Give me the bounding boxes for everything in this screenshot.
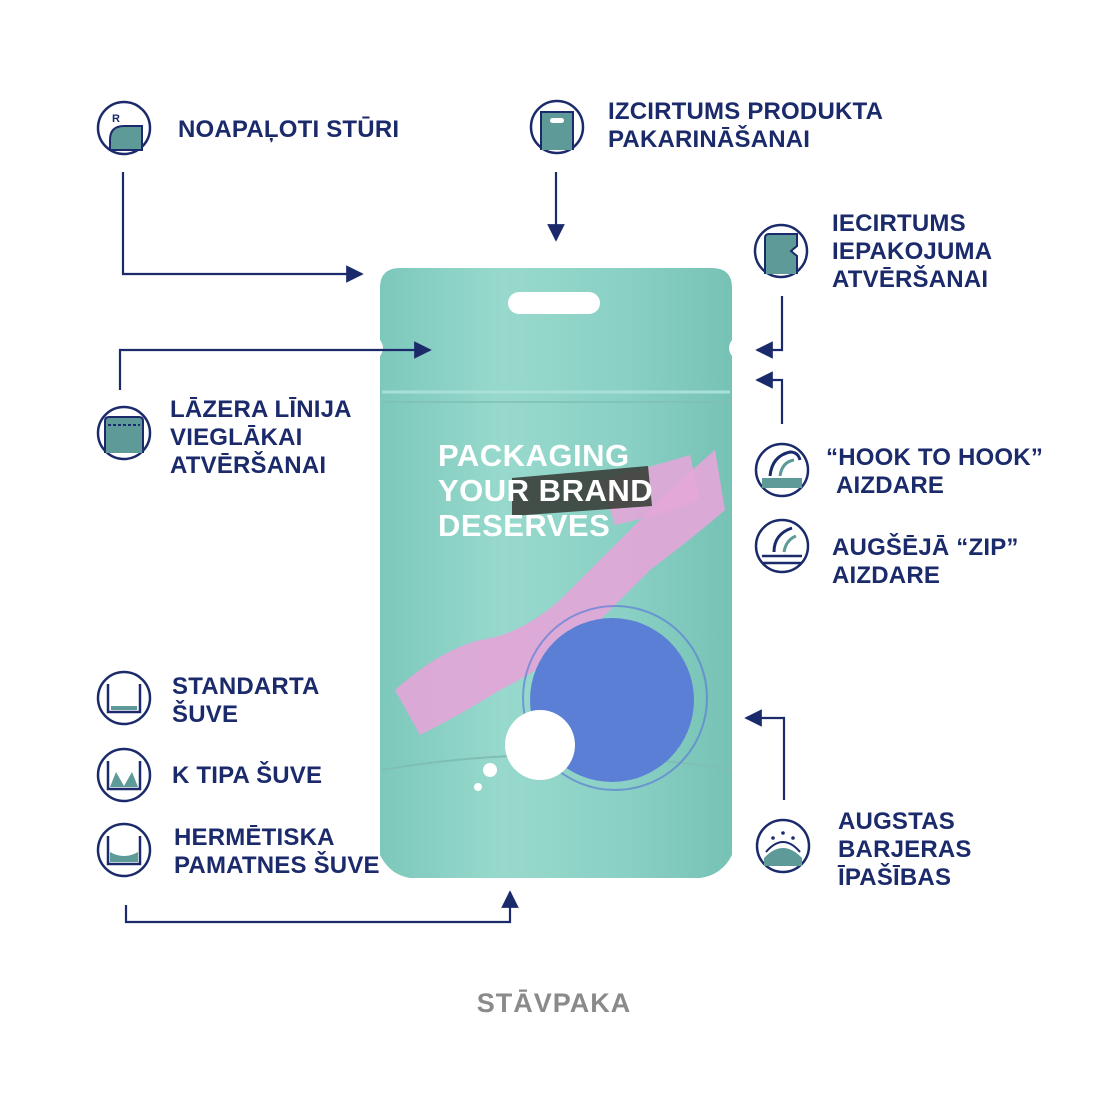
k-seam-icon (96, 747, 152, 803)
label-standard-seam: STANDARTA ŠUVE (172, 673, 320, 728)
pouch-body (380, 268, 732, 878)
hang-hole-icon (529, 99, 585, 155)
label-hang-hole: IZCIRTUMS PRODUKTA PAKARINĀŠANAI (608, 98, 884, 153)
arrow-zipper (755, 371, 784, 424)
white-splash (505, 710, 575, 780)
arrow-tear-notch (755, 296, 784, 359)
caption-title: STĀVPAKA (476, 988, 632, 1018)
standard-seam-icon (96, 670, 152, 726)
barrier-icon (755, 818, 811, 874)
pouch (380, 268, 732, 878)
tear-notch-icon (753, 223, 809, 279)
brand-line-1: PACKAGING (438, 438, 630, 473)
arrow-bottom-seam (124, 890, 519, 924)
brand-line-2: YOUR BRAND (438, 473, 654, 508)
hermetic-seam-icon (96, 822, 152, 878)
label-k-seam: K TIPA ŠUVE (172, 762, 323, 789)
white-splash-dot-2 (474, 783, 482, 791)
radius-symbol: R (112, 113, 120, 125)
arrow-laser-line (118, 341, 432, 390)
brand-line-3: DESERVES (438, 508, 611, 543)
arrows (118, 172, 786, 924)
blue-ring (522, 605, 708, 791)
label-tear-notch: IECIRTUMS IEPAKOJUMA ATVĒRŠANAI (832, 210, 993, 293)
hang-hole (508, 292, 600, 314)
zip-closure-icon (754, 518, 810, 574)
dark-band (512, 466, 652, 516)
pouch-brand-text: PACKAGING YOUR BRAND DESERVES (438, 438, 653, 543)
label-hook-to-hook: “HOOK TO HOOK” AIZDARE (826, 444, 1044, 499)
rounded-corner-icon: R (96, 100, 152, 156)
label-top-zip: AUGŠĒJĀ “ZIP” AIZDARE (832, 534, 1019, 589)
hook-zipper-icon (754, 442, 810, 498)
laser-line-icon (96, 405, 152, 461)
white-splash-dot (483, 763, 497, 777)
arrow-barrier (744, 709, 786, 800)
label-rounded-corners: NOAPAĻOTI STŪRI (178, 116, 400, 143)
label-high-barrier: AUGSTAS BARJERAS ĪPAŠĪBAS (838, 808, 972, 891)
arrow-rounded-corners (121, 172, 364, 283)
label-hermetic-seam: HERMĒTISKA PAMATNES ŠUVE (174, 824, 380, 879)
pink-brush-stroke (395, 450, 725, 735)
label-laser-line: LĀZERA LĪNIJA VIEGLĀKAI ATVĒRŠANAI (170, 396, 352, 479)
